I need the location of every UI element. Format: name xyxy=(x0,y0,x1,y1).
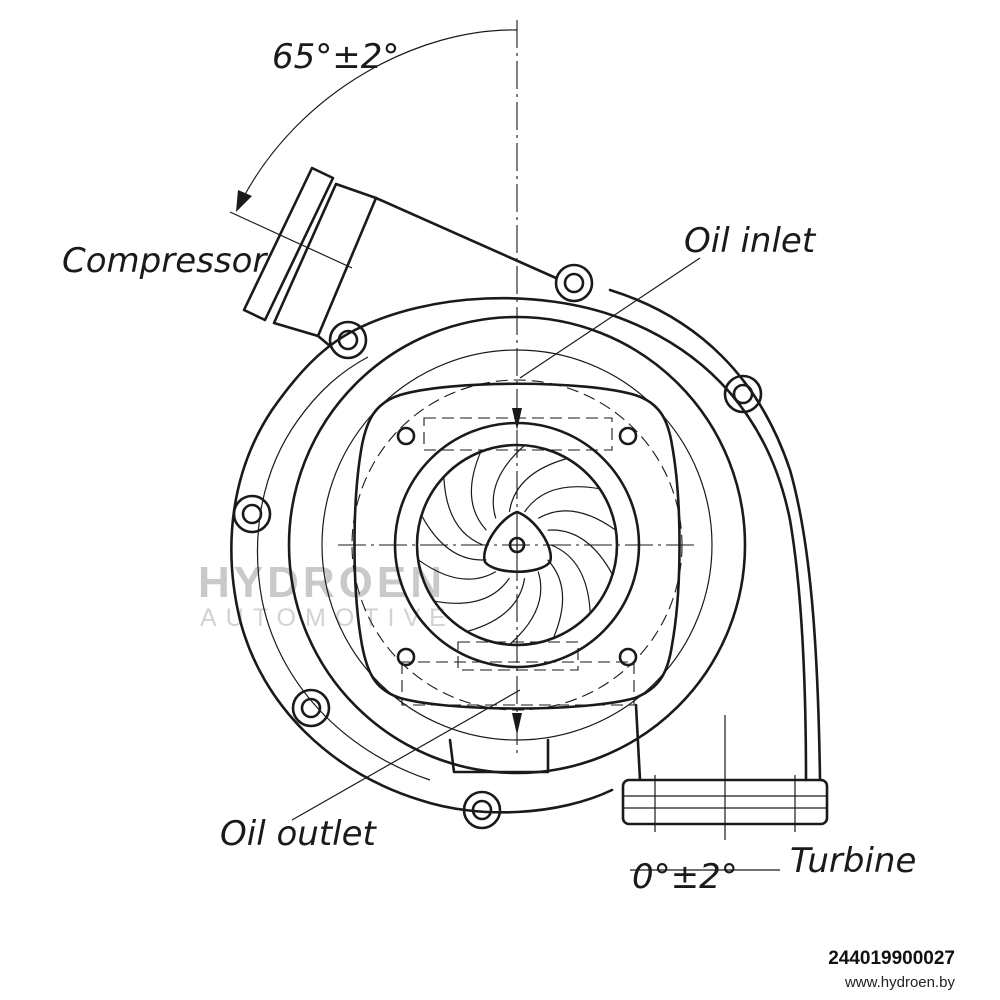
bearing-flange xyxy=(353,382,681,710)
flange-hole xyxy=(337,329,359,351)
website-url[interactable]: www.hydroen.by xyxy=(844,974,955,991)
impeller-blades xyxy=(417,444,617,646)
oil-outlet-label: Oil outlet xyxy=(220,814,378,854)
part-number: 244019900027 xyxy=(828,948,955,969)
impeller-blade xyxy=(508,457,568,512)
oil-arrows xyxy=(512,408,522,735)
bolt-hole xyxy=(618,647,638,667)
compressor-angle-label: 65°±2° xyxy=(272,37,399,77)
flange-hole xyxy=(241,503,263,525)
turbine-label: Turbine xyxy=(790,841,916,881)
flange-hole xyxy=(471,799,493,821)
bolt-hole xyxy=(396,647,416,667)
flange-boss xyxy=(328,320,368,360)
bolt-hole xyxy=(618,426,638,446)
impeller-blade xyxy=(550,544,591,614)
flange-hole xyxy=(732,383,754,405)
turbine-angle-label: 0°±2° xyxy=(632,857,738,897)
compressor-angle-dimension xyxy=(229,29,518,269)
impeller-blade xyxy=(466,578,526,633)
flange-boss xyxy=(554,263,594,303)
flange-boss xyxy=(291,688,331,728)
impeller-blade xyxy=(434,577,510,604)
impeller-blade xyxy=(547,529,614,575)
compressor-label: Compressor xyxy=(62,241,268,281)
flange-hole xyxy=(300,697,322,719)
mounting-bolt-holes xyxy=(232,263,763,830)
impeller-blade xyxy=(417,559,497,580)
impeller-blade xyxy=(443,476,484,546)
impeller-blade xyxy=(508,571,542,646)
impeller-blade xyxy=(524,486,600,513)
watermark-logo: HYDROEN AUTOMOTIVE xyxy=(198,558,446,632)
turbine-outlet-flange xyxy=(621,703,829,840)
compressor-outlet-pipe xyxy=(242,166,558,348)
oil-outlet-leader xyxy=(291,689,521,821)
flange-hole xyxy=(563,272,585,294)
oil-inlet-label: Oil inlet xyxy=(684,221,817,261)
impeller-blade xyxy=(547,559,564,639)
impeller-blade xyxy=(420,515,487,561)
flange-boss xyxy=(232,494,272,534)
impeller-blade xyxy=(470,451,487,531)
flange-boss xyxy=(723,374,763,414)
oil-inlet-leader xyxy=(519,257,701,379)
impeller-blade xyxy=(492,444,526,519)
impeller-blade xyxy=(537,510,617,531)
flange-boss xyxy=(462,790,502,830)
oil-outlet-port xyxy=(401,661,635,706)
compressor-housing xyxy=(230,288,822,814)
bolt-hole xyxy=(396,426,416,446)
